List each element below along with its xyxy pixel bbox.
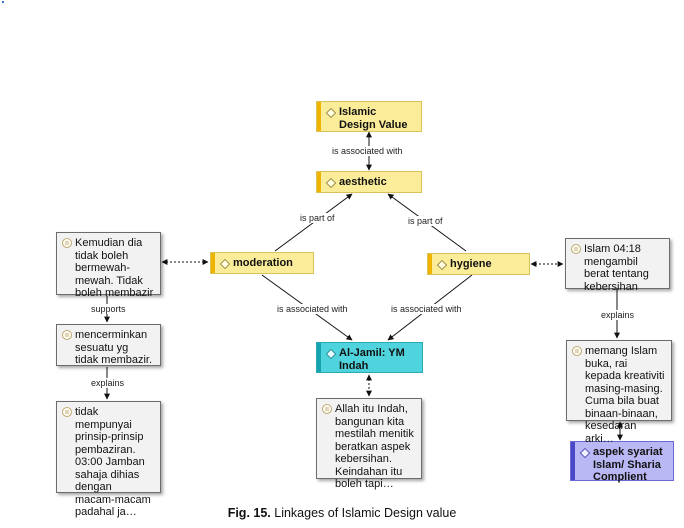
node-label: aesthetic <box>339 176 387 188</box>
quote-icon <box>322 404 332 414</box>
quote-kemudian[interactable]: Kemudian dia tidak boleh bermewah-mewah.… <box>56 232 161 299</box>
code-diamond-icon <box>326 349 336 359</box>
quote-icon <box>572 346 582 356</box>
edge-label-part-left: is part of <box>299 213 336 223</box>
figure-caption: Fig. 15. Linkages of Islamic Design valu… <box>0 506 684 520</box>
edge-label-assoc-right: is associated with <box>390 304 463 314</box>
caption-prefix: Fig. 15. <box>227 506 271 520</box>
node-moderation[interactable]: moderation <box>210 252 314 274</box>
caption-text: Linkages of Islamic Design value <box>270 506 457 520</box>
edge-label-part-right: is part of <box>407 216 444 226</box>
quote-icon <box>571 244 581 254</box>
edge-label-assoc-left: is associated with <box>276 304 349 314</box>
quote-icon <box>62 238 72 248</box>
code-diamond-icon <box>437 260 447 270</box>
quote-text: mencerminkan sesuatu yg tidak membazir. <box>75 329 153 366</box>
code-diamond-icon <box>220 259 230 269</box>
quote-mencerminkan[interactable]: mencerminkan sesuatu yg tidak membazir. <box>56 324 161 366</box>
quote-text: Kemudian dia tidak boleh bermewah-mewah.… <box>75 237 154 299</box>
node-aesthetic[interactable]: aesthetic <box>316 171 422 193</box>
corner-dot <box>2 1 4 3</box>
quote-text: memang Islam buka, rai kepada kreativiti… <box>585 345 665 445</box>
node-label: Al-Jamil: YM Indah <box>339 347 405 372</box>
edge-label-supports: supports <box>90 304 127 314</box>
edge-label-assoc-top: is associated with <box>331 146 404 156</box>
quote-islam-0418[interactable]: Islam 04:18 mengambil berat tentang kebe… <box>565 238 670 293</box>
quote-text: Islam 04:18 mengambil berat tentang kebe… <box>584 243 649 293</box>
node-label: moderation <box>233 257 293 269</box>
code-diamond-icon <box>326 108 336 118</box>
quote-tidak-mempunyai[interactable]: tidak mempunyai prinsip-prinsip pembazir… <box>56 401 161 518</box>
node-label: hygiene <box>450 258 492 270</box>
code-diamond-icon <box>326 178 336 188</box>
quote-icon <box>62 330 72 340</box>
quote-text: tidak mempunyai prinsip-prinsip pembazir… <box>75 406 151 518</box>
node-label: aspek syariat Islam/ Sharia Complient <box>593 446 663 483</box>
quote-memang-islam[interactable]: memang Islam buka, rai kepada kreativiti… <box>566 340 672 445</box>
node-aspek-syariat[interactable]: aspek syariat Islam/ Sharia Complient <box>570 441 674 483</box>
code-diamond-icon <box>580 448 590 458</box>
quote-icon <box>62 407 72 417</box>
node-al-jamil[interactable]: Al-Jamil: YM Indah <box>316 342 423 373</box>
quote-text: Allah itu Indah, bangunan kita mestilah … <box>335 403 414 490</box>
node-hygiene[interactable]: hygiene <box>427 253 530 275</box>
node-islamic-design-value[interactable]: Islamic Design Value <box>316 101 422 132</box>
quote-allah-itu-indah[interactable]: Allah itu Indah, bangunan kita mestilah … <box>316 398 422 490</box>
edge-label-explains-right: explains <box>600 310 636 320</box>
edge-label-explains-left: explains <box>90 378 126 388</box>
node-label: Islamic Design Value <box>339 106 408 131</box>
